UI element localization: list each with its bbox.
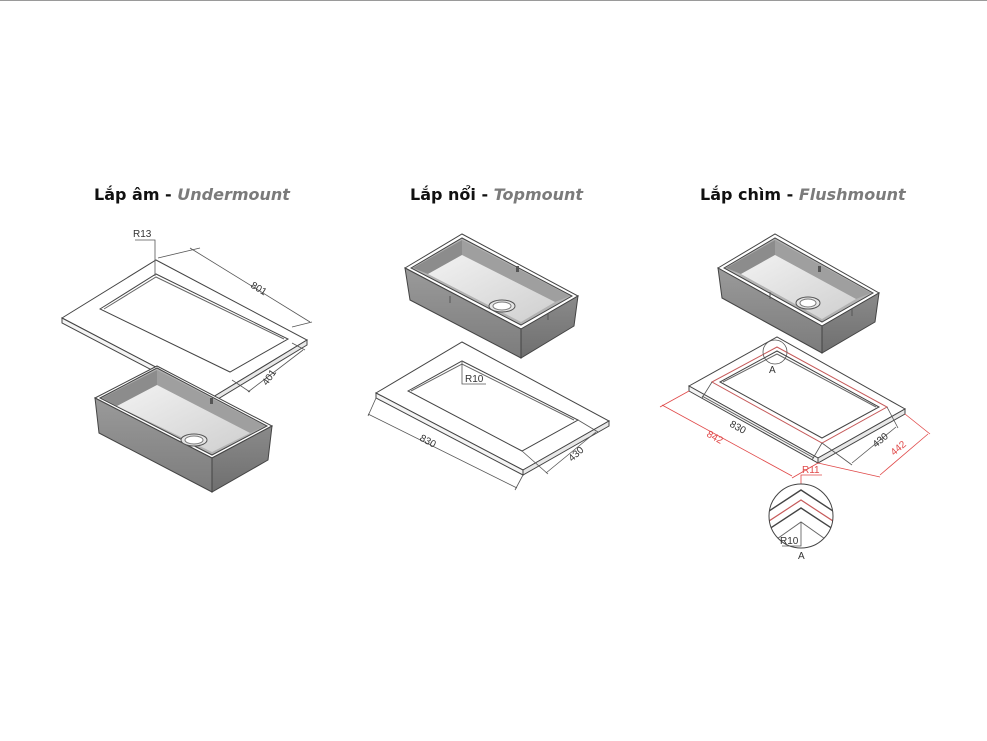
title-topmount-en: Topmount [493, 185, 584, 204]
topmount-radius-callout: R10 [461, 362, 486, 385]
flushmount-outer-length-label: 842 [705, 429, 725, 447]
flushmount-drawing: A 830 842 430 442 [659, 233, 931, 562]
undermount-drawing: R13 801 401 [60, 229, 313, 493]
title-undermount: Lắp âm - Undermount [94, 183, 290, 207]
flushmount-outer-radius-label: R11 [802, 465, 820, 476]
title-flushmount-en: Flushmount [798, 185, 906, 204]
flushmount-inner-radius-callout: R10 [780, 522, 802, 547]
undermount-radius-callout: R13 [133, 229, 156, 276]
title-undermount-sep: - [159, 185, 178, 204]
flushmount-inner-width-dimension [821, 406, 899, 466]
topmount-length-label: 830 [418, 433, 438, 451]
title-undermount-vi: Lắp âm [94, 185, 160, 204]
flushmount-outer-width-label: 442 [889, 439, 909, 458]
undermount-radius-label: R13 [133, 229, 152, 240]
title-flushmount: Lắp chìm - Flushmount [700, 183, 906, 207]
flushmount-outer-length-dimension [659, 390, 819, 479]
undermount-length-dimension [157, 247, 313, 328]
undermount-length-label: 801 [248, 280, 268, 298]
flushmount-detail-marker: A [762, 339, 788, 376]
topmount-cutout-frame [374, 341, 611, 476]
undermount-countertop [60, 259, 309, 403]
title-topmount-vi: Lắp nổi [410, 185, 476, 204]
flushmount-inner-length-dimension [701, 381, 823, 461]
flushmount-sink [716, 233, 881, 354]
topmount-length-dimension [367, 397, 524, 491]
undermount-width-dimension [231, 342, 306, 393]
topmount-sink [403, 233, 580, 359]
title-flushmount-sep: - [781, 185, 799, 204]
title-flushmount-vi: Lắp chìm [700, 185, 782, 204]
flushmount-detail-marker-label: A [769, 365, 776, 376]
flushmount-detail-label: A [798, 551, 805, 562]
topmount-drawing: R10 830 430 [367, 233, 611, 491]
title-topmount: Lắp nổi - Topmount [410, 183, 583, 207]
topmount-width-dimension [521, 419, 599, 475]
top-border-line [0, 0, 987, 1]
title-undermount-en: Undermount [177, 185, 290, 204]
flushmount-inner-radius-label: R10 [780, 536, 799, 547]
topmount-radius-label: R10 [465, 374, 484, 385]
flushmount-outer-width-dimension [817, 413, 931, 478]
title-topmount-sep: - [475, 185, 494, 204]
undermount-sink [93, 365, 274, 493]
